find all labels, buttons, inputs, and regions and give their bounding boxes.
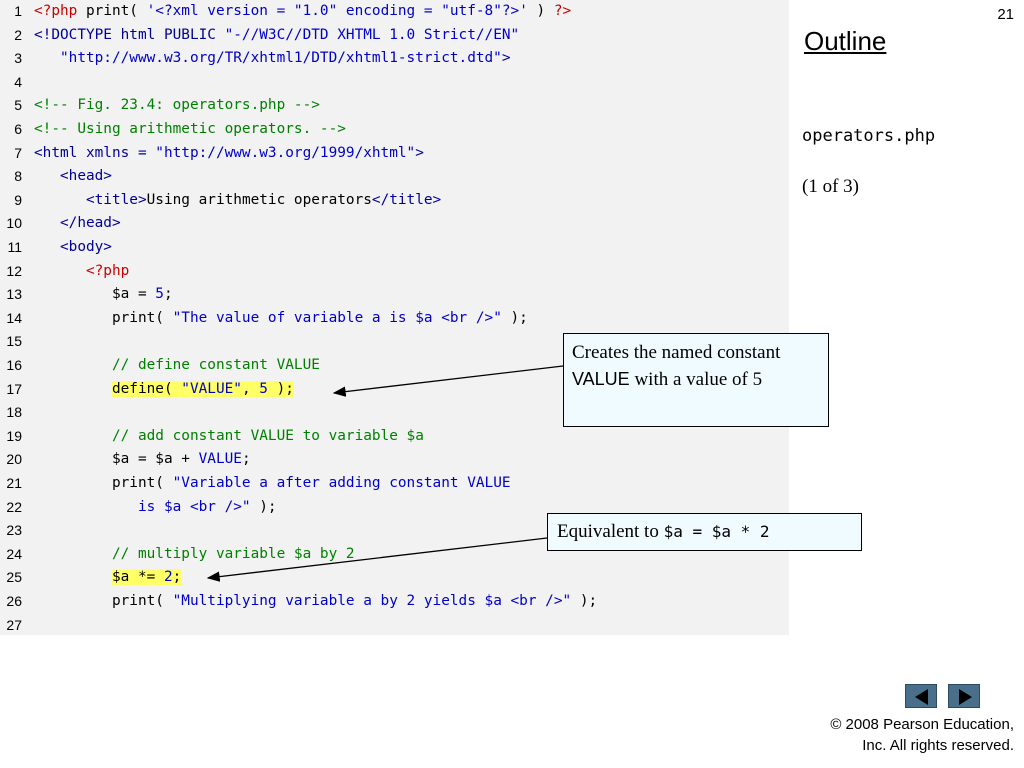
callout-define-constant: Creates the named constant VALUE with a … xyxy=(563,333,829,427)
callout-equivalent-expression: Equivalent to $a = $a * 2 xyxy=(547,513,862,551)
code-line-21: print( "Variable a after adding constant… xyxy=(34,475,511,491)
code-line-1: <?php print( '<?xml version = "1.0" enco… xyxy=(34,3,572,19)
line-number: 24 xyxy=(6,545,22,562)
line-number: 23 xyxy=(6,522,22,539)
code-line-10: </head> xyxy=(34,215,121,232)
line-number: 15 xyxy=(6,333,22,350)
code-line-20: $a = $a + VALUE; xyxy=(34,451,251,468)
line-number: 17 xyxy=(6,380,22,397)
triangle-left-icon xyxy=(915,689,928,705)
code-line-12: <?php xyxy=(34,262,130,279)
line-number: 22 xyxy=(6,498,22,515)
slide-number: 21 xyxy=(997,6,1014,23)
code-line-7: <html xmlns = "http://www.w3.org/1999/xh… xyxy=(34,144,424,161)
line-number: 11 xyxy=(7,239,22,255)
code-line-6: <!-- Using arithmetic operators. --> xyxy=(34,121,346,137)
next-slide-button[interactable] xyxy=(948,684,980,708)
page-indicator: (1 of 3) xyxy=(802,176,859,197)
line-number: 10 xyxy=(6,215,22,232)
code-line-17: define( "VALUE", 5 ); xyxy=(0,378,789,402)
code-line-2: <!DOCTYPE html PUBLIC "-//W3C//DTD XHTML… xyxy=(34,26,520,43)
code-line-9: <title>Using arithmetic operators</title… xyxy=(34,191,442,208)
code-line-8: <head> xyxy=(34,168,112,185)
code-line-13: $a = 5; xyxy=(34,286,173,303)
line-number: 1 xyxy=(14,3,22,19)
line-number: 9 xyxy=(14,191,22,208)
line-number: 12 xyxy=(6,262,22,279)
file-name-label: operators.php xyxy=(802,126,936,146)
code-line-26: print( "Multiplying variable a by 2 yiel… xyxy=(34,593,598,609)
php-open-tag: <?php xyxy=(34,3,78,19)
line-number: 6 xyxy=(14,121,22,137)
code-line-16: // define constant VALUE xyxy=(34,357,320,373)
line-number: 14 xyxy=(6,309,22,326)
code-line-11: <body> xyxy=(34,239,112,255)
code-line-25: $a *= 2; xyxy=(0,566,789,590)
highlighted-define-statement: define( "VALUE", 5 ); xyxy=(111,380,294,397)
line-number: 5 xyxy=(14,97,22,114)
highlighted-multiply-statement: $a *= 2; xyxy=(111,569,182,586)
outline-heading: Outline xyxy=(804,26,887,56)
line-number: 16 xyxy=(6,357,22,373)
line-number: 19 xyxy=(6,427,22,444)
line-number: 4 xyxy=(14,73,22,90)
line-number: 8 xyxy=(14,168,22,185)
line-number: 2 xyxy=(14,26,22,43)
line-number: 26 xyxy=(6,593,22,609)
php-close-tag: ?> xyxy=(553,3,572,19)
line-number: 21 xyxy=(6,475,22,491)
code-line-14: print( "The value of variable a is $a <b… xyxy=(34,309,528,326)
previous-slide-button[interactable] xyxy=(905,684,937,708)
line-number: 25 xyxy=(6,569,22,586)
line-number: 27 xyxy=(6,616,22,633)
line-number: 13 xyxy=(6,286,22,303)
code-line-22: is $a <br />" ); xyxy=(34,498,277,515)
code-line-19: // add constant VALUE to variable $a xyxy=(34,427,424,444)
line-number: 7 xyxy=(14,144,22,161)
code-line-3: "http://www.w3.org/TR/xhtml1/DTD/xhtml1-… xyxy=(34,50,511,67)
line-number: 18 xyxy=(6,404,22,421)
line-number: 20 xyxy=(6,451,22,468)
code-line-5: <!-- Fig. 23.4: operators.php --> xyxy=(34,97,320,114)
copyright-notice: © 2008 Pearson Education, Inc. All right… xyxy=(830,716,1014,754)
line-number: 3 xyxy=(14,50,22,67)
triangle-right-icon xyxy=(959,689,972,705)
